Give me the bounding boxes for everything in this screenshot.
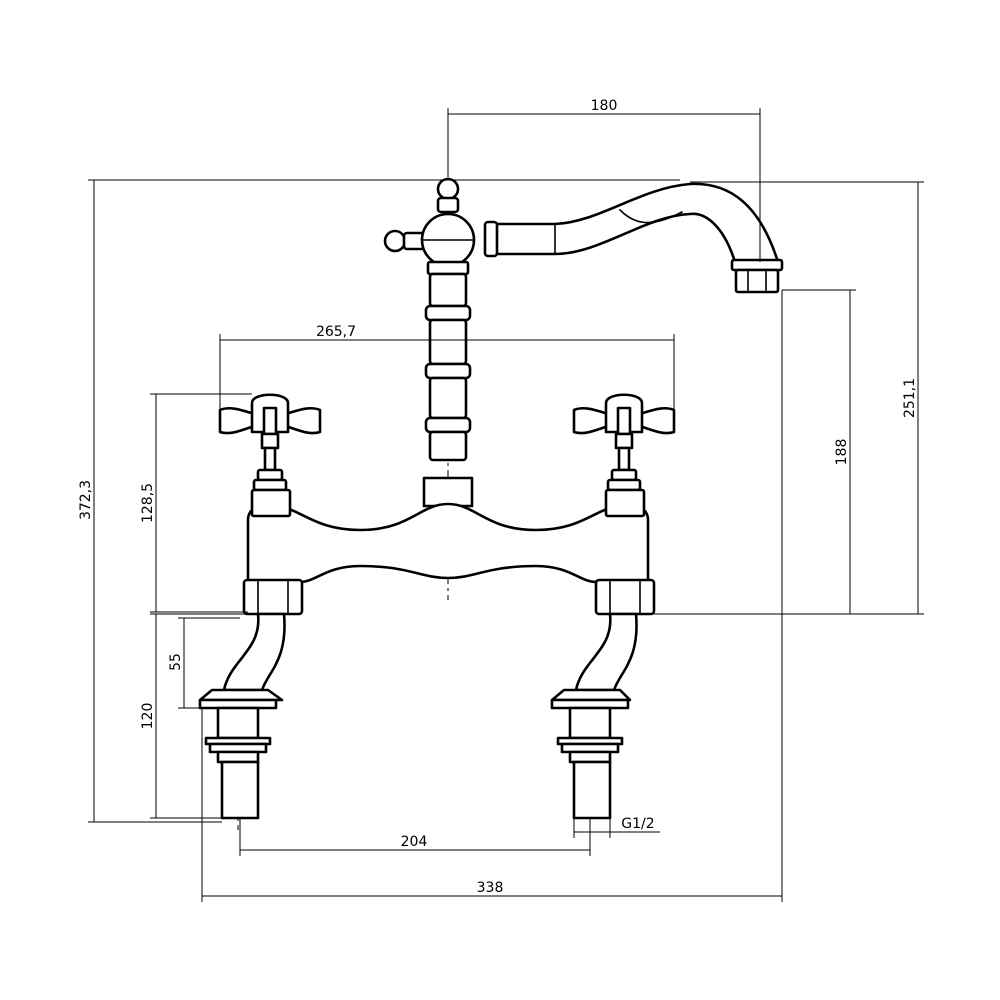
dim-120-label: 120: [140, 703, 156, 730]
dim-204-label: 204: [401, 834, 428, 850]
dim-128-5-label: 128,5: [140, 483, 156, 523]
dim-188-label: 188: [834, 439, 850, 466]
dim-372-3-label: 372,3: [78, 480, 94, 520]
dim-180-label: 180: [591, 98, 618, 114]
right-inlet-shank: [550, 612, 638, 820]
central-column: [422, 272, 474, 508]
right-valve-handle: [572, 393, 676, 616]
mixer-handle: [383, 177, 476, 276]
spout: [483, 182, 784, 294]
dim-55-label: 55: [168, 653, 184, 671]
dim-251-1-label: 251,1: [902, 378, 918, 418]
bridge-body: [246, 502, 650, 584]
thread-g1-2-label: G1/2: [621, 816, 654, 832]
dimension-labels: 180 265,7 372,3 128,5 251,1 188 55 120 2…: [78, 98, 918, 896]
left-inlet-shank: [198, 612, 286, 820]
left-valve-handle: [218, 393, 322, 616]
dimension-lines: [88, 108, 924, 902]
dim-265-7-label: 265,7: [316, 324, 356, 340]
dim-338-label: 338: [477, 880, 504, 896]
